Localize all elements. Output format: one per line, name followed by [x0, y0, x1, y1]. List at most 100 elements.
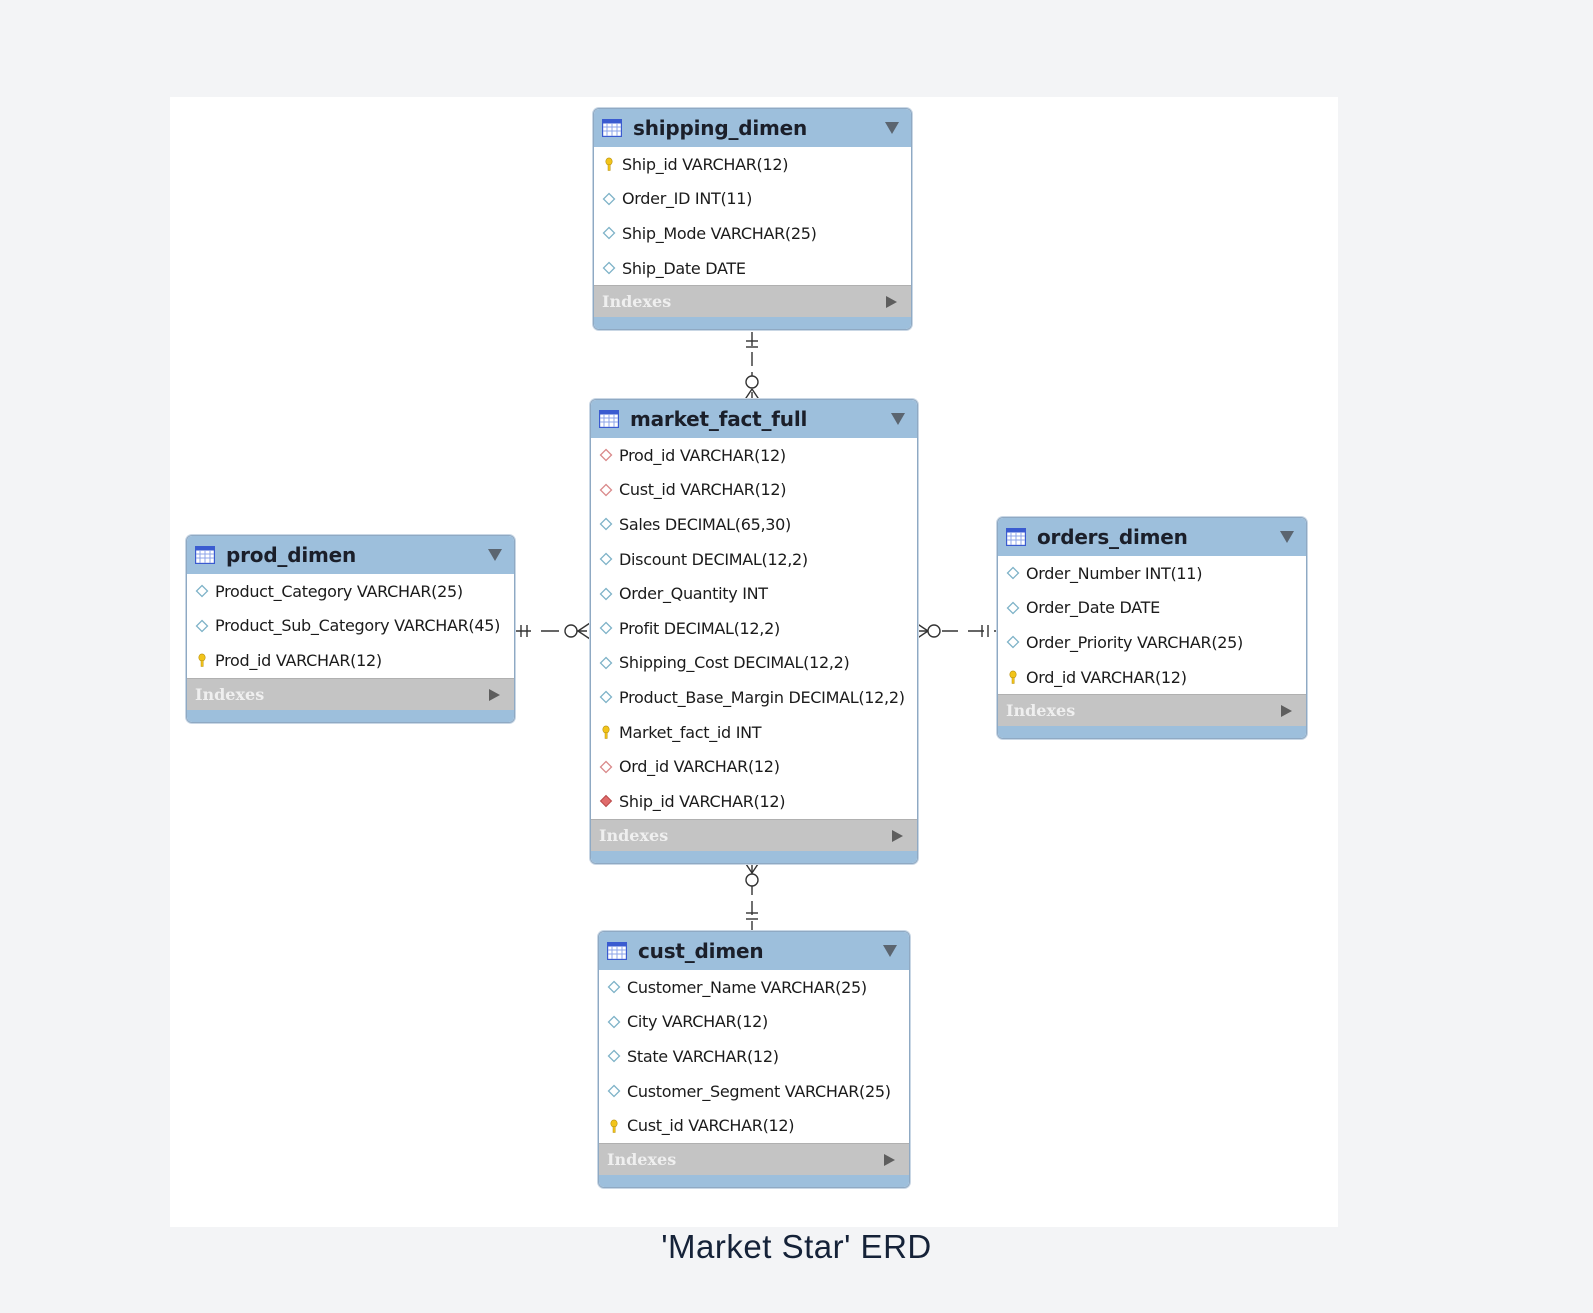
foreign-key-icon [599, 448, 613, 462]
column-definition: Profit DECIMAL(12,2) [619, 618, 780, 638]
entity-header[interactable]: orders_dimen [998, 518, 1306, 556]
column-row[interactable]: Product_Base_Margin DECIMAL(12,2) [591, 680, 917, 715]
expand-arrow-icon[interactable] [892, 829, 903, 842]
column-definition: Discount DECIMAL(12,2) [619, 549, 808, 569]
primary-key-icon [605, 157, 613, 172]
column-row[interactable]: Profit DECIMAL(12,2) [591, 611, 917, 646]
column-row[interactable]: Product_Sub_Category VARCHAR(45) [187, 609, 514, 644]
column-definition: Ship_id VARCHAR(12) [622, 154, 789, 174]
entity-footer [591, 850, 917, 863]
column-definition: Product_Category VARCHAR(25) [215, 581, 463, 601]
column-list: Customer_Name VARCHAR(25)City VARCHAR(12… [599, 970, 909, 1143]
column-row[interactable]: Order_Priority VARCHAR(25) [998, 625, 1306, 660]
column-row[interactable]: Customer_Segment VARCHAR(25) [599, 1074, 909, 1109]
column-row[interactable]: Discount DECIMAL(12,2) [591, 542, 917, 577]
column-row[interactable]: Shipping_Cost DECIMAL(12,2) [591, 646, 917, 681]
entity-title: orders_dimen [1037, 525, 1188, 549]
column-row[interactable]: Market_fact_id INT [591, 715, 917, 750]
collapse-arrow-icon[interactable] [883, 945, 897, 957]
attribute-icon [599, 587, 613, 601]
entity-header[interactable]: cust_dimen [599, 932, 909, 970]
column-row[interactable]: City VARCHAR(12) [599, 1005, 909, 1040]
indexes-section[interactable]: Indexes [187, 677, 514, 710]
column-definition: Order_ID INT(11) [622, 189, 753, 209]
column-definition: Order_Quantity INT [619, 584, 768, 604]
column-definition: Market_fact_id INT [619, 722, 762, 742]
foreign-key-icon [599, 483, 613, 497]
attribute-icon [607, 1050, 621, 1063]
primary-key-icon [198, 654, 206, 668]
entity-header[interactable]: market_fact_full [591, 400, 917, 438]
expand-arrow-icon[interactable] [884, 1153, 895, 1166]
expand-arrow-icon[interactable] [1281, 705, 1292, 718]
collapse-arrow-icon[interactable] [488, 549, 502, 561]
column-list: Prod_id VARCHAR(12) Cust_id VARCHAR(12) Sa… [591, 438, 917, 819]
entity-title: shipping_dimen [633, 116, 808, 140]
entity-title: cust_dimen [638, 939, 764, 963]
collapse-arrow-icon[interactable] [891, 413, 905, 425]
indexes-section[interactable]: Indexes [599, 1142, 909, 1175]
column-row[interactable]: Prod_id VARCHAR(12) [591, 438, 917, 473]
entity-footer [599, 1174, 909, 1187]
column-row[interactable]: Ship_Date DATE [594, 251, 911, 286]
attribute-icon [1006, 566, 1020, 580]
primary-key-icon [610, 1119, 618, 1133]
column-row[interactable]: Order_Date DATE [998, 591, 1306, 626]
column-row[interactable]: Order_Number INT(11) [998, 556, 1306, 591]
column-definition: Sales DECIMAL(65,30) [619, 514, 791, 534]
column-definition: Prod_id VARCHAR(12) [619, 445, 786, 465]
column-row[interactable]: State VARCHAR(12) [599, 1039, 909, 1074]
attribute-icon [602, 261, 616, 275]
attribute-icon [602, 192, 616, 206]
column-definition: State VARCHAR(12) [627, 1046, 779, 1066]
column-row[interactable]: Prod_id VARCHAR(12) [187, 643, 514, 678]
attribute-icon [602, 227, 616, 240]
column-row[interactable]: Customer_Name VARCHAR(25) [599, 970, 909, 1005]
column-row[interactable]: Product_Category VARCHAR(25) [187, 574, 514, 609]
column-row[interactable]: Ship_Mode VARCHAR(25) [594, 216, 911, 251]
column-row[interactable]: Ord_id VARCHAR(12) [998, 660, 1306, 695]
collapse-arrow-icon[interactable] [885, 122, 899, 134]
column-row[interactable]: Ship_id VARCHAR(12) [594, 147, 911, 182]
indexes-section[interactable]: Indexes [594, 285, 911, 318]
expand-arrow-icon[interactable] [489, 688, 500, 701]
indexes-label: Indexes [602, 292, 672, 312]
column-row[interactable]: Cust_id VARCHAR(12) [591, 473, 917, 508]
column-row[interactable]: Ord_id VARCHAR(12) [591, 749, 917, 784]
column-definition: Order_Number INT(11) [1026, 563, 1203, 583]
column-definition: Ship_Date DATE [622, 258, 746, 278]
indexes-label: Indexes [1006, 701, 1076, 721]
expand-arrow-icon[interactable] [886, 296, 897, 309]
primary-key-icon [1009, 670, 1017, 684]
column-definition: Order_Priority VARCHAR(25) [1026, 632, 1243, 652]
table-icon [599, 410, 619, 428]
collapse-arrow-icon[interactable] [1280, 531, 1294, 543]
column-row[interactable]: Cust_id VARCHAR(12) [599, 1108, 909, 1143]
attribute-icon [599, 518, 613, 531]
column-row[interactable]: Order_ID INT(11) [594, 182, 911, 217]
column-definition: Shipping_Cost DECIMAL(12,2) [619, 653, 850, 673]
entity-header[interactable]: prod_dimen [187, 536, 514, 574]
column-definition: Cust_id VARCHAR(12) [619, 480, 787, 500]
entity-title: prod_dimen [226, 543, 357, 567]
attribute-icon [607, 1084, 621, 1098]
column-definition: Product_Sub_Category VARCHAR(45) [215, 616, 501, 636]
indexes-section[interactable]: Indexes [998, 694, 1306, 727]
column-row[interactable]: Sales DECIMAL(65,30) [591, 507, 917, 542]
table-icon [602, 119, 622, 137]
attribute-icon [607, 980, 621, 994]
column-row[interactable]: Order_Quantity INT [591, 576, 917, 611]
entity-header[interactable]: shipping_dimen [594, 109, 911, 147]
entity-title: market_fact_full [630, 407, 808, 431]
table-icon [607, 942, 627, 960]
indexes-section[interactable]: Indexes [591, 818, 917, 851]
attribute-icon [1006, 636, 1020, 649]
column-row[interactable]: Ship_id VARCHAR(12) [591, 784, 917, 819]
entity-footer [594, 317, 911, 330]
indexes-label: Indexes [599, 825, 669, 845]
